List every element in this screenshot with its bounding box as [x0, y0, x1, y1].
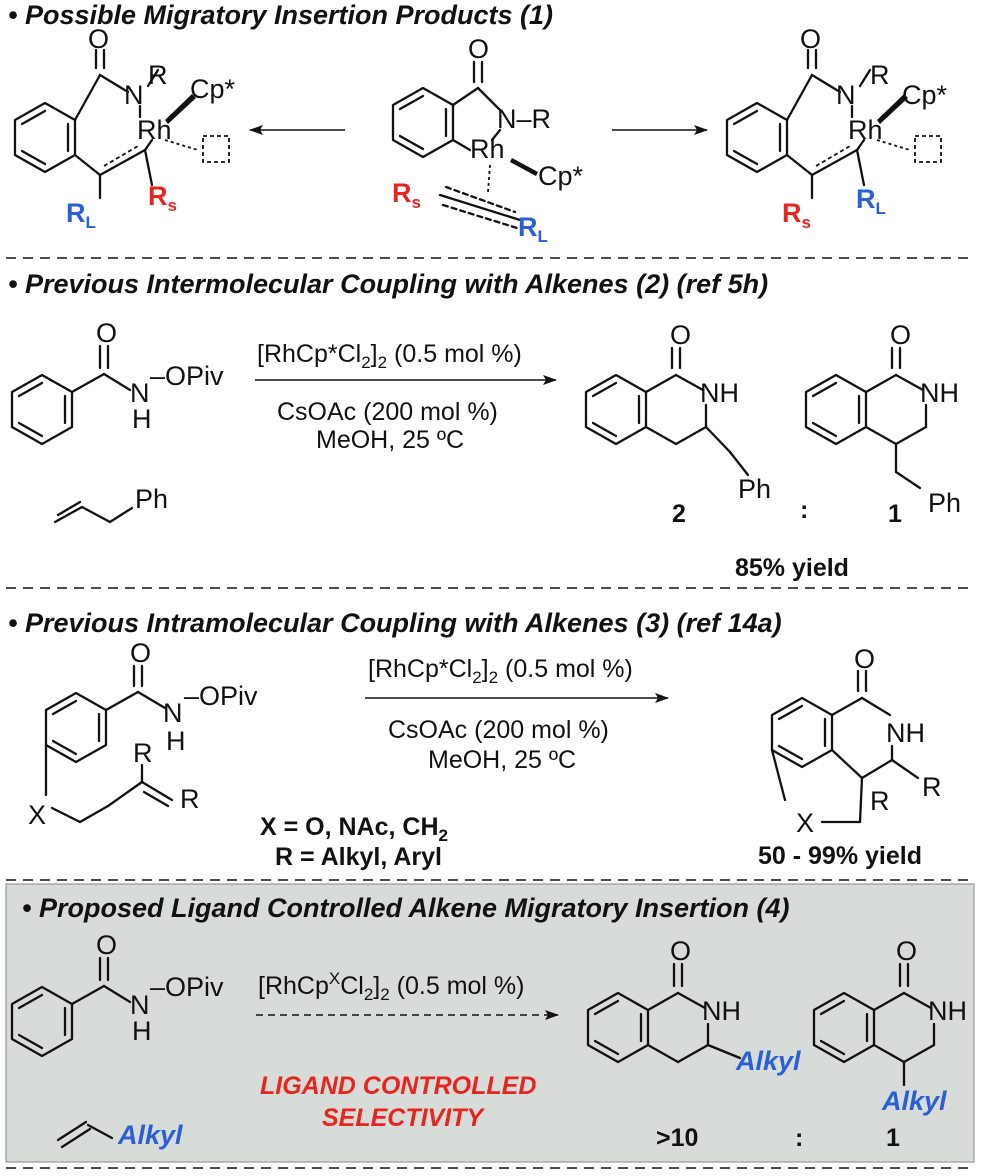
s2-OPiv: –OPiv — [150, 361, 224, 391]
s2-p1-NH: NH — [700, 378, 739, 408]
s2-ratio-colon: : — [800, 496, 808, 524]
center-Cp: Cp* — [538, 161, 584, 191]
right-Rh: Rh — [848, 115, 883, 145]
center-RL: RL — [518, 212, 548, 246]
left-N: N — [124, 80, 144, 110]
s4-ratio-colon: : — [795, 1124, 803, 1152]
right-O: O — [800, 24, 821, 54]
left-Rh: Rh — [137, 115, 172, 145]
s4-p2-O: O — [896, 936, 917, 966]
s2-label-1: 1 — [888, 500, 902, 528]
s2-H: H — [132, 404, 152, 434]
s2-O: O — [96, 318, 117, 348]
s2-p2-NH: NH — [920, 378, 959, 408]
s2-p1-O: O — [670, 320, 691, 350]
s4-p2-alkyl: Alkyl — [881, 1086, 947, 1116]
right-Cp: Cp* — [902, 80, 948, 110]
center-O: O — [468, 34, 489, 64]
s4-p1-O: O — [670, 936, 691, 966]
s2-product-2: O NH Ph 2 — [584, 320, 771, 528]
s2-allylbenzene: Ph — [53, 484, 168, 524]
s3-p-NH: NH — [886, 718, 925, 748]
s3-cond2: MeOH, 25 ºC — [428, 746, 576, 774]
section3-header: • Previous Intramolecular Coupling with … — [8, 608, 782, 638]
s4-label-major: >10 — [656, 1124, 698, 1152]
section1-header: • Possible Migratory Insertion Products … — [8, 0, 553, 30]
s2-yield: 85% yield — [735, 554, 849, 582]
right-Rs: Rs — [782, 198, 811, 232]
s4-OPiv: –OPiv — [150, 972, 224, 1002]
center-rhodacycle: O N–R Rh Cp* Rs RL — [391, 34, 584, 246]
s3-cond1: CsOAc (200 mol %) — [388, 716, 609, 744]
s4-p2-NH: NH — [928, 996, 967, 1026]
s3-R1: R — [133, 738, 153, 768]
right-RL: RL — [856, 184, 886, 218]
s4-catalyst: [RhCpXCl2]2 (0.5 mol %) — [258, 969, 524, 1004]
s2-N: N — [130, 378, 150, 408]
s2-p1-Ph: Ph — [738, 474, 771, 504]
s2-p2-O: O — [890, 320, 911, 350]
s2-cond2: MeOH, 25 ºC — [316, 426, 464, 454]
s4-benzamide: O N –OPiv H — [10, 930, 224, 1058]
s3-reactant: O N –OPiv H X R R — [28, 638, 258, 830]
section4-header: • Proposed Ligand Controlled Alkene Migr… — [22, 893, 790, 923]
s3-p-X: X — [796, 808, 814, 838]
center-NR: N–R — [497, 104, 551, 134]
proposal-panel — [5, 883, 975, 1163]
section2-header: • Previous Intermolecular Coupling with … — [8, 269, 768, 299]
center-Rh: Rh — [470, 134, 505, 164]
left-R: R — [148, 60, 168, 90]
s3-p-O: O — [854, 644, 875, 674]
s4-alkyl: Alkyl — [117, 1120, 183, 1150]
right-insertion-product: O N R Cp* Rh Rs RL — [725, 24, 948, 232]
s2-Ph: Ph — [135, 484, 168, 514]
s3-p-R2: R — [870, 786, 890, 816]
s2-label-2: 2 — [672, 500, 686, 528]
s3-OPiv: –OPiv — [184, 681, 258, 711]
left-O: O — [88, 24, 109, 54]
s4-alkene: Alkyl — [56, 1120, 183, 1150]
s3-X: X — [28, 800, 46, 830]
s3-O: O — [130, 638, 151, 668]
s2-p2-Ph: Ph — [928, 488, 961, 518]
right-R: R — [870, 60, 890, 90]
s4-O: O — [96, 930, 117, 960]
s3-product: O NH R R X — [770, 644, 942, 838]
s4-p1-NH: NH — [702, 996, 741, 1026]
s3-R2: R — [180, 784, 200, 814]
left-Rs: Rs — [148, 181, 177, 215]
s4-label-minor: 1 — [886, 1124, 900, 1152]
s3-catalyst: [RhCp*Cl2]2 (0.5 mol %) — [368, 655, 633, 687]
center-Rs: Rs — [392, 178, 421, 212]
s3-H: H — [166, 726, 186, 756]
s2-benzamide: O N –OPiv H — [10, 318, 224, 446]
s3-p-R1: R — [922, 772, 942, 802]
s3-N: N — [163, 698, 183, 728]
s3-xdef: X = O, NAc, CH2 — [260, 813, 448, 845]
left-insertion-product: O N R Cp* Rh RL Rs — [13, 24, 236, 232]
s3-yield: 50 - 99% yield — [758, 842, 922, 870]
s4-selectivity-2: SELECTIVITY — [322, 1104, 485, 1132]
s4-product-minor: O NH Alkyl 1 — [812, 936, 967, 1152]
left-RL: RL — [66, 198, 96, 232]
s4-p1-alkyl: Alkyl — [735, 1046, 801, 1076]
right-N: N — [836, 80, 856, 110]
s2-product-1: O NH Ph 1 — [804, 320, 961, 528]
s3-rdef: R = Alkyl, Aryl — [275, 843, 442, 871]
s4-H: H — [132, 1016, 152, 1046]
left-Cp: Cp* — [190, 74, 236, 104]
s4-selectivity-1: LIGAND CONTROLLED — [260, 1072, 536, 1100]
s2-cond1: CsOAc (200 mol %) — [277, 398, 498, 426]
s4-product-major: O NH Alkyl >10 — [586, 936, 801, 1152]
s4-N: N — [130, 990, 150, 1020]
s2-catalyst: [RhCp*Cl2]2 (0.5 mol %) — [257, 340, 522, 372]
